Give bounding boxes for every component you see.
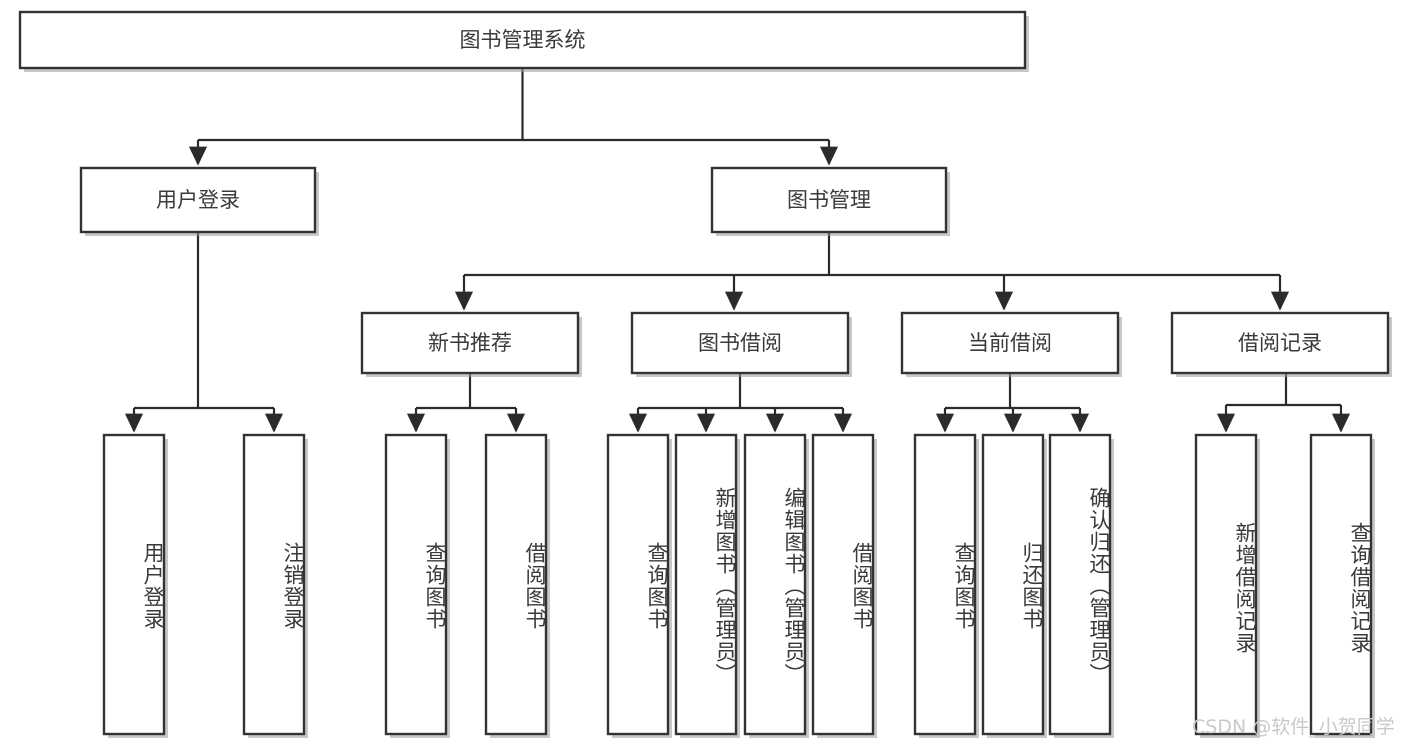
leaf-add-borrow-record-box[interactable]	[1194, 433, 1258, 736]
leaf-return-book[interactable]	[981, 433, 1047, 738]
leaf-borrow-book[interactable]	[811, 433, 877, 738]
leaf-borrow-book-box[interactable]	[811, 433, 875, 736]
node-user-login-box[interactable]	[79, 166, 317, 234]
leaf-query-book-current[interactable]	[913, 433, 979, 738]
node-borrow-record[interactable]: 借阅记录	[1170, 311, 1392, 377]
leaf-query-book-borrow-box[interactable]	[606, 433, 670, 736]
node-user-login[interactable]: 用户登录	[79, 166, 319, 236]
leaf-add-book-admin-box[interactable]	[674, 433, 738, 736]
node-new-book-recommend[interactable]: 新书推荐	[360, 311, 582, 377]
leaf-user-login[interactable]	[102, 433, 168, 738]
node-current-borrow[interactable]: 当前借阅	[900, 311, 1122, 377]
connector-layer	[124, 68, 1351, 433]
node-new-book-recommend-box[interactable]	[360, 311, 580, 375]
leaf-borrow-book-recommend-box[interactable]	[484, 433, 548, 736]
leaf-query-book-current-box[interactable]	[913, 433, 977, 736]
leaf-query-borrow-record-box[interactable]	[1309, 433, 1373, 736]
node-user-login-label: 用户登录	[156, 188, 240, 212]
node-borrow-record-box[interactable]	[1170, 311, 1390, 375]
leaf-query-book-borrow[interactable]	[606, 433, 672, 738]
leaf-node-layer	[102, 433, 1375, 738]
node-book-borrow-box[interactable]	[630, 311, 850, 375]
leaf-edit-book-admin[interactable]	[743, 433, 809, 738]
node-current-borrow-box[interactable]	[900, 311, 1120, 375]
leaf-add-borrow-record[interactable]	[1194, 433, 1260, 738]
node-borrow-record-label: 借阅记录	[1238, 331, 1322, 355]
leaf-query-borrow-record[interactable]	[1309, 433, 1375, 738]
csdn-watermark: CSDN @软件_小贺同学	[1192, 716, 1395, 738]
leaf-add-book-admin[interactable]	[674, 433, 740, 738]
leaf-return-book-box[interactable]	[981, 433, 1045, 736]
leaf-user-login-box[interactable]	[102, 433, 166, 736]
node-new-book-recommend-label: 新书推荐	[428, 331, 512, 355]
node-book-borrow-label: 图书借阅	[698, 331, 782, 355]
node-root[interactable]: 图书管理系统	[18, 10, 1029, 72]
leaf-logout[interactable]	[242, 433, 308, 738]
leaf-query-book-recommend[interactable]	[384, 433, 450, 738]
node-book-manage-label: 图书管理	[787, 188, 871, 212]
leaf-edit-book-admin-box[interactable]	[743, 433, 807, 736]
leaf-confirm-return-admin-box[interactable]	[1048, 433, 1112, 736]
leaf-confirm-return-admin[interactable]	[1048, 433, 1114, 738]
node-root-label: 图书管理系统	[460, 28, 586, 52]
leaf-query-book-recommend-box[interactable]	[384, 433, 448, 736]
node-current-borrow-label: 当前借阅	[968, 331, 1052, 355]
leaf-borrow-book-recommend[interactable]	[484, 433, 550, 738]
node-book-manage-box[interactable]	[710, 166, 948, 234]
node-book-borrow[interactable]: 图书借阅	[630, 311, 852, 377]
node-root-box[interactable]	[18, 10, 1027, 70]
node-book-manage[interactable]: 图书管理	[710, 166, 950, 236]
leaf-logout-box[interactable]	[242, 433, 306, 736]
